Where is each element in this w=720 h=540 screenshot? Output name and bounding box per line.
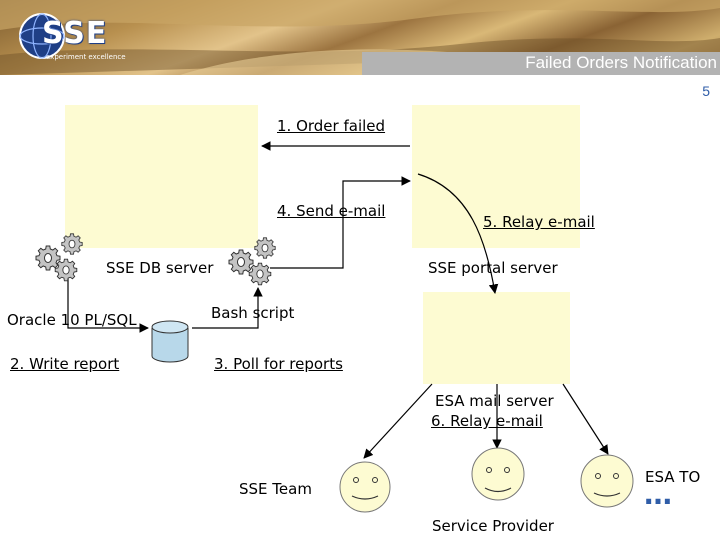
logo-text: SSE [42, 16, 108, 51]
arrow-poll-reports [192, 287, 263, 329]
db-server-box [65, 105, 258, 248]
label-oracle: Oracle 10 PL/SQL [7, 311, 137, 329]
arrow-to-esa-to [562, 383, 609, 455]
step-poll-reports: 3. Poll for reports [214, 355, 343, 373]
label-service-provider: Service Provider [432, 517, 554, 535]
label-portal-server: SSE portal server [428, 259, 558, 277]
label-mail-server: ESA mail server [435, 392, 554, 410]
arrow-to-sse-team [363, 383, 433, 459]
portal-server-box [412, 105, 580, 248]
arrow-send-email [270, 176, 411, 269]
step-send-email: 4. Send e-mail [277, 202, 386, 220]
gears-db-server-icon [35, 233, 83, 282]
label-sse-team: SSE Team [239, 480, 312, 498]
arrow-relay-email-5 [417, 173, 499, 294]
label-db-server: SSE DB server [106, 259, 214, 277]
logo-tagline: experiment excellence [46, 53, 126, 61]
arrow-write-report [67, 278, 149, 333]
sse-globe-icon [19, 13, 65, 59]
database-cylinder-icon [151, 320, 189, 363]
label-esa-to: ESA TO [645, 468, 701, 486]
step-order-failed: 1. Order failed [277, 117, 386, 135]
face-service-provider-icon [471, 447, 525, 501]
page-number: 5 [702, 83, 710, 99]
mail-server-box [423, 292, 570, 384]
step-relay-email-5: 5. Relay e-mail [483, 213, 595, 231]
label-bash-script: Bash script [211, 304, 295, 322]
label-ellipsis: … [644, 478, 672, 511]
gears-bash-script-icon [228, 237, 276, 286]
sse-logo: SSE experiment excellence [14, 10, 126, 66]
title-bar: Failed Orders Notification [362, 52, 720, 75]
face-sse-team-icon [339, 461, 391, 513]
page-title: Failed Orders Notification [525, 53, 717, 72]
step-relay-email-6: 6. Relay e-mail [431, 412, 543, 430]
step-write-report: 2. Write report [10, 355, 120, 373]
face-esa-to-icon [580, 454, 634, 508]
